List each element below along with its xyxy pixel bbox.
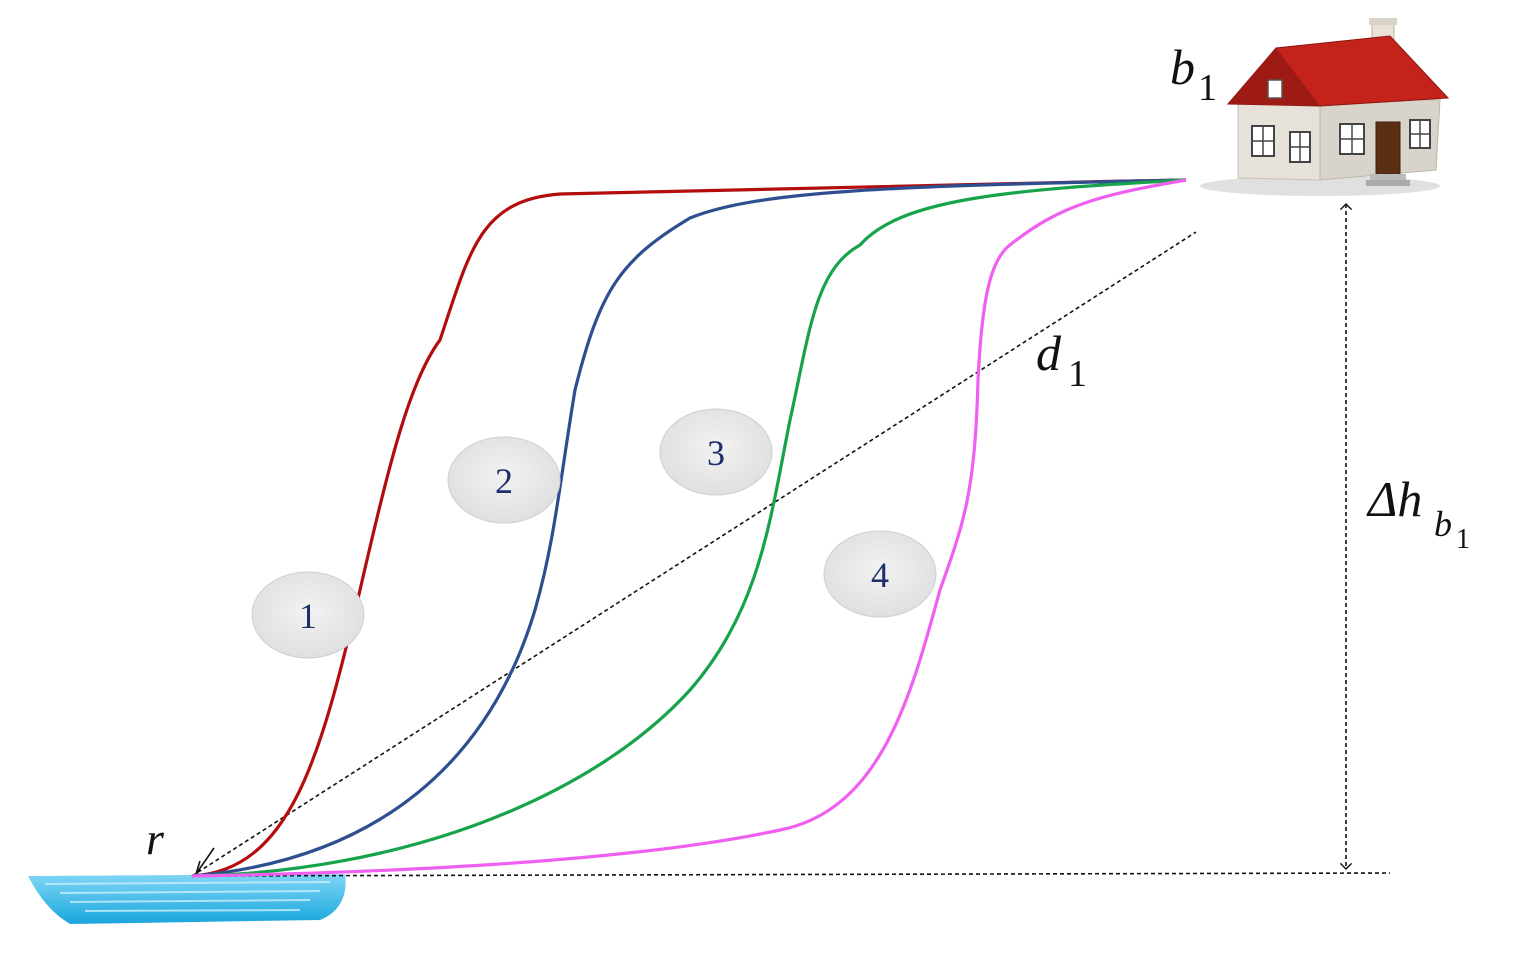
svg-text:4: 4 (871, 555, 889, 595)
badge-4: 4 (823, 530, 937, 618)
svg-text:1: 1 (299, 596, 317, 636)
svg-text:r: r (146, 813, 165, 864)
water-icon (28, 874, 346, 924)
label-river: r (146, 813, 165, 864)
flow-path-1 (191, 178, 1187, 878)
label-distance: d 1 (1036, 325, 1087, 395)
flow-path-4 (191, 178, 1187, 878)
label-house: b 1 (1170, 39, 1217, 109)
flow-path-2 (191, 178, 1187, 878)
svg-text:3: 3 (707, 433, 725, 473)
svg-text:1: 1 (1068, 353, 1087, 395)
svg-text:Δh: Δh (1366, 471, 1422, 527)
distance-line (191, 231, 1197, 877)
house-icon (1200, 18, 1450, 196)
badge-2: 2 (447, 436, 561, 524)
svg-text:1: 1 (1198, 67, 1217, 109)
svg-text:b: b (1170, 39, 1195, 95)
baseline-line (191, 872, 1391, 877)
svg-text:d: d (1036, 325, 1062, 381)
flow-path-3 (191, 178, 1187, 878)
flow-paths (191, 178, 1187, 878)
svg-text:b: b (1434, 504, 1452, 544)
badge-3: 3 (659, 408, 773, 496)
label-height: Δh b 1 (1366, 471, 1470, 555)
svg-text:2: 2 (495, 461, 513, 501)
svg-text:1: 1 (1456, 524, 1470, 555)
badge-1: 1 (251, 571, 365, 659)
